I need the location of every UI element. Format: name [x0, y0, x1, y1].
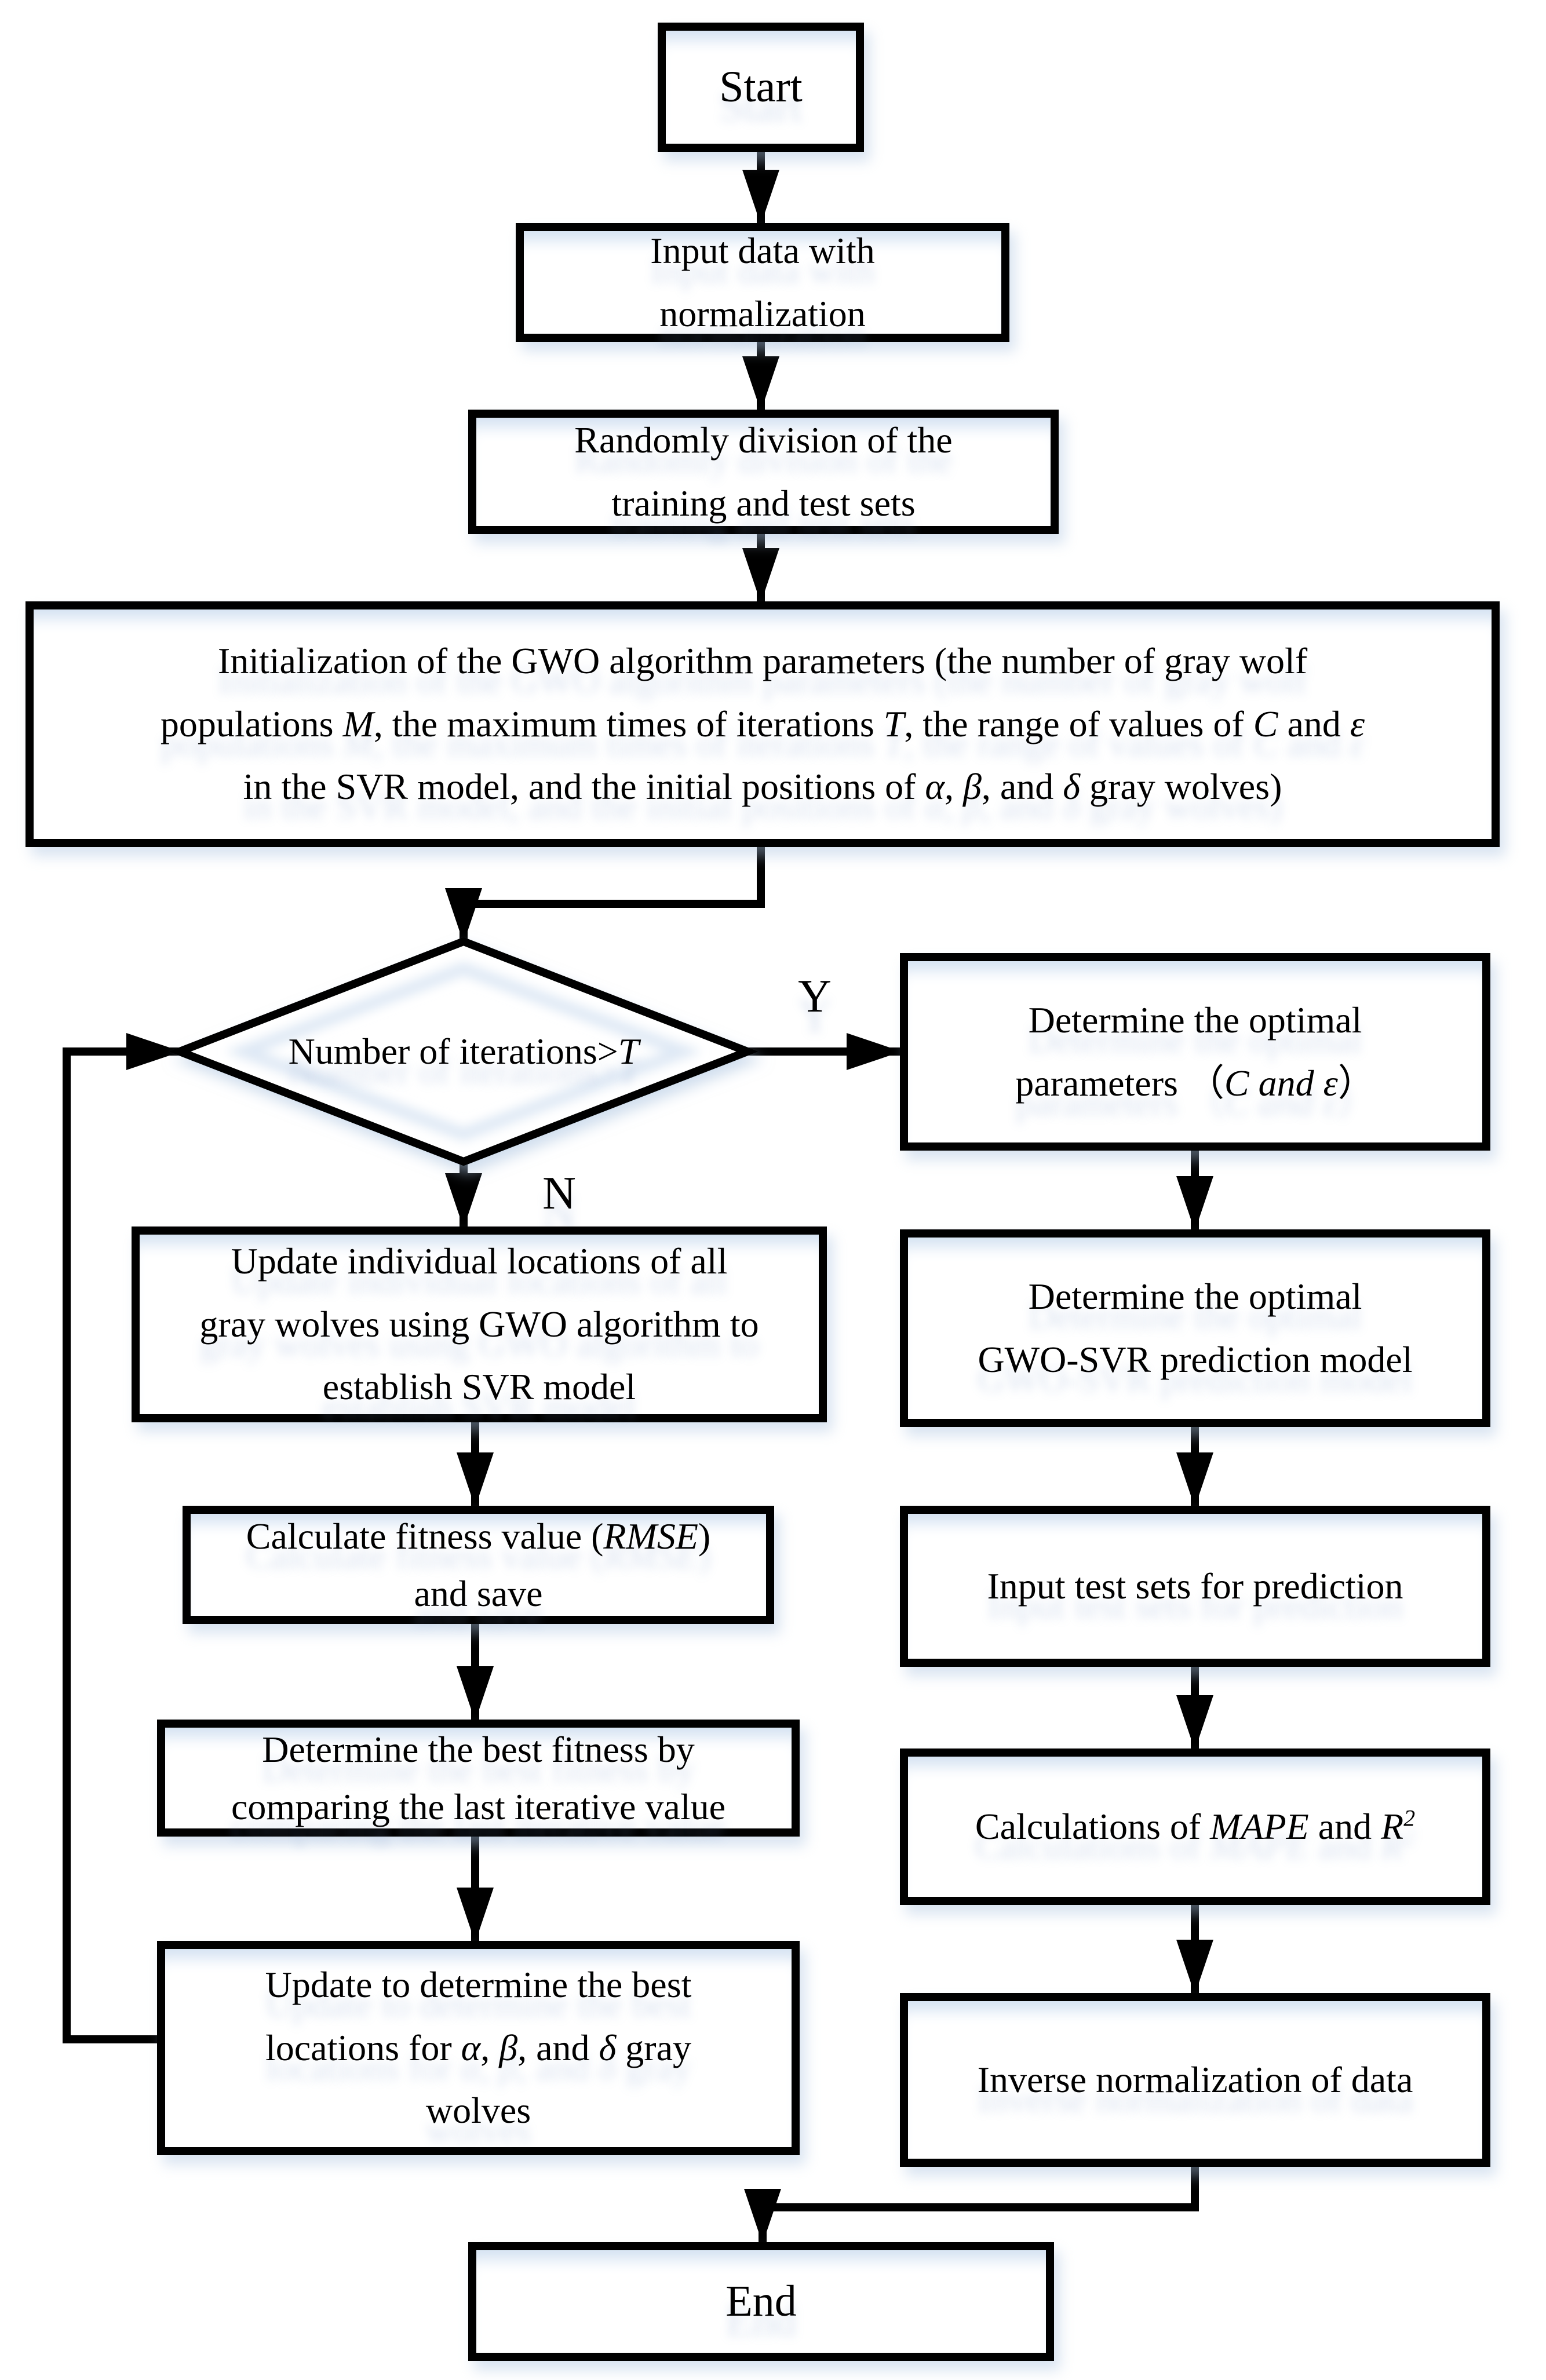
edge-label-yes: Y — [798, 970, 832, 1022]
node-calc-mape: Calculations of MAPE and R2 — [900, 1749, 1490, 1905]
edge-label-no: N — [542, 1167, 576, 1219]
node-inverse-normalization-label: Inverse normalization of data — [977, 2058, 1413, 2100]
node-initialization-label: Initialization of the GWO algorithm para… — [160, 640, 1365, 808]
node-start-label: Start — [719, 62, 803, 111]
node-decision-label: Number of iterations>T — [288, 1031, 639, 1072]
node-end: End — [468, 2242, 1054, 2361]
edge-inverse-end — [744, 2167, 1199, 2244]
node-input-test-sets-label: Input test sets for prediction — [987, 1565, 1403, 1607]
node-calc-fitness: Calculate fitness value (RMSE)and save — [183, 1506, 774, 1624]
node-input-test-sets: Input test sets for prediction — [900, 1506, 1490, 1667]
node-decision-label-wrap: Number of iterations>T — [226, 988, 701, 1115]
node-calc-fitness-label: Calculate fitness value (RMSE)and save — [246, 1515, 711, 1614]
edge-feedback-loop — [63, 1033, 181, 2043]
node-start: Start — [658, 23, 864, 152]
node-initialization: Initialization of the GWO algorithm para… — [25, 601, 1500, 847]
node-calc-mape-label: Calculations of MAPE and R2 — [975, 1805, 1416, 1847]
edge-init-decision — [445, 847, 765, 943]
decision-diamond-shape — [168, 937, 759, 1166]
node-end-label: End — [725, 2276, 797, 2326]
node-inverse-normalization: Inverse normalization of data — [900, 1993, 1490, 2167]
decision-diamond-inner-glow — [225, 962, 702, 1141]
